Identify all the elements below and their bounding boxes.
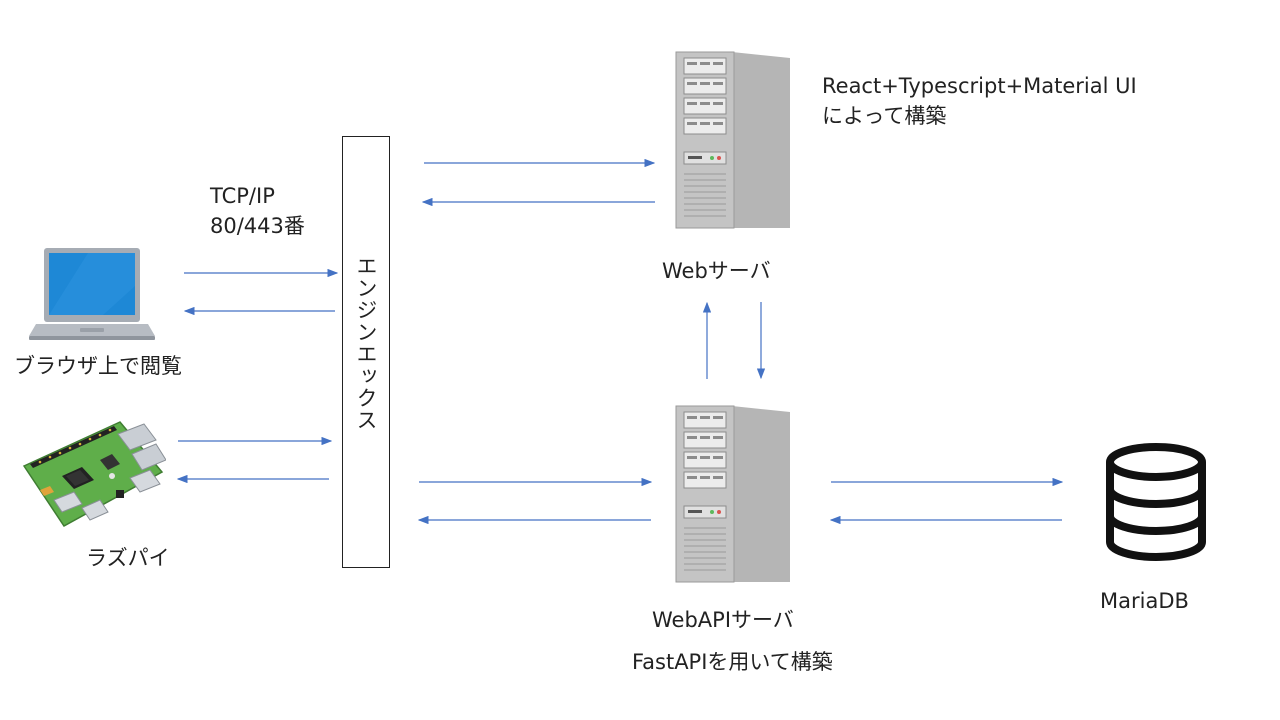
db-label: MariaDB [1100, 589, 1189, 613]
tcp-label: TCP/IP [210, 184, 275, 208]
port-label: 80/443番 [210, 214, 305, 238]
server-tower-icon [675, 405, 790, 583]
api-note-label: FastAPIを用いて構築 [632, 650, 833, 674]
web-note-line2: によって構築 [822, 104, 947, 128]
browser-label: ブラウザ上で閲覧 [14, 354, 182, 378]
nginx-box: エンジンエックス [342, 136, 390, 568]
raspi-label: ラズパイ [86, 546, 170, 570]
web-server-label: Webサーバ [662, 259, 771, 283]
laptop-icon [29, 248, 155, 340]
api-server-label: WebAPIサーバ [652, 608, 794, 632]
raspberry-pi-icon [22, 421, 166, 527]
database-icon [1106, 443, 1206, 561]
server-tower-icon [675, 51, 790, 229]
nginx-label: エンジンエックス [354, 255, 378, 431]
web-note-line1: React+Typescript+Material UI [822, 74, 1137, 98]
